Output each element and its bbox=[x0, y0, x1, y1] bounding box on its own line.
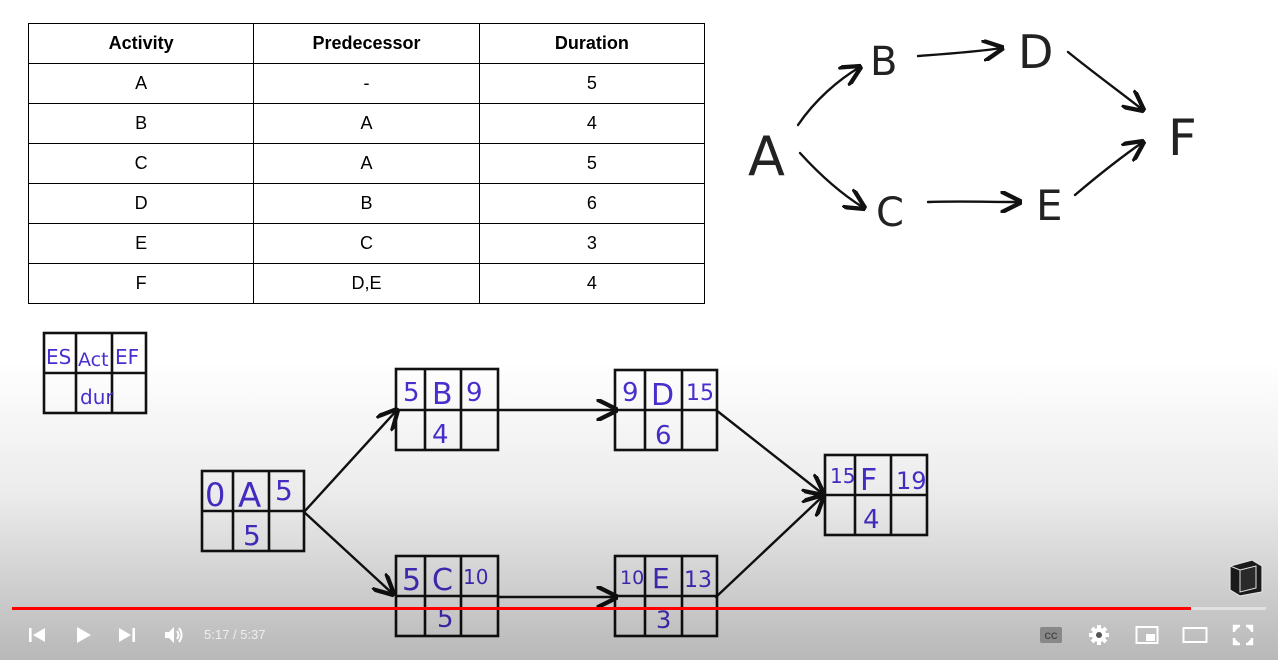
cell-predecessor: B bbox=[253, 183, 480, 224]
column-header-activity: Activity bbox=[27, 23, 255, 64]
node-e-es: 10 bbox=[620, 567, 644, 589]
network-node-f: 15 F 19 4 bbox=[823, 453, 929, 537]
cell-activity: D bbox=[27, 183, 255, 224]
table-row: A - 5 bbox=[27, 63, 706, 104]
miniplayer-icon[interactable] bbox=[1132, 612, 1162, 658]
previous-icon[interactable] bbox=[22, 612, 52, 658]
cell-predecessor: A bbox=[253, 103, 480, 144]
node-f-ef: 19 bbox=[896, 467, 927, 495]
node-legend: ES Act EF dur bbox=[42, 331, 148, 415]
total-time: 5:37 bbox=[240, 627, 266, 642]
cell-predecessor: C bbox=[253, 223, 480, 264]
time-display: 5:17 / 5:37 bbox=[204, 612, 266, 658]
play-icon[interactable] bbox=[68, 612, 98, 658]
fullscreen-icon[interactable] bbox=[1228, 612, 1258, 658]
node-d-dur: 6 bbox=[655, 421, 672, 451]
table-row: C A 5 bbox=[27, 143, 706, 184]
current-time: 5:17 bbox=[204, 627, 230, 642]
node-d-act: D bbox=[651, 378, 674, 413]
captions-icon[interactable]: CC bbox=[1036, 612, 1066, 658]
column-header-predecessor: Predecessor bbox=[253, 23, 480, 64]
theater-icon[interactable] bbox=[1180, 612, 1210, 658]
cell-activity: F bbox=[27, 263, 255, 304]
node-c-act: C bbox=[432, 563, 453, 598]
node-d-ef: 15 bbox=[686, 381, 714, 406]
time-separator: / bbox=[232, 627, 237, 642]
network-node-b: 5 B 9 4 bbox=[394, 367, 500, 452]
legend-dur: dur bbox=[80, 385, 114, 409]
player-controls: CC bbox=[0, 612, 1278, 658]
node-c-ef: 10 bbox=[463, 565, 488, 589]
next-icon[interactable] bbox=[112, 612, 142, 658]
table-row: D B 6 bbox=[27, 183, 706, 224]
sketch-node-e: E bbox=[1036, 181, 1063, 230]
progress-bar[interactable] bbox=[12, 607, 1266, 610]
sketch-node-b: B bbox=[870, 39, 897, 85]
cell-activity: B bbox=[27, 103, 255, 144]
channel-watermark-icon[interactable] bbox=[1226, 556, 1268, 598]
network-arrows bbox=[302, 410, 823, 597]
sketch-arrow-b-d bbox=[916, 48, 1002, 56]
network-node-a: 0 A 5 5 bbox=[200, 469, 306, 553]
sketch-arrow-a-b bbox=[796, 67, 860, 127]
node-e-act: E bbox=[652, 562, 670, 595]
node-b-ef: 9 bbox=[466, 378, 483, 408]
svg-text:CC: CC bbox=[1045, 631, 1058, 641]
sketch-node-f: F bbox=[1168, 109, 1197, 167]
node-b-es: 5 bbox=[403, 378, 420, 408]
legend-es: ES bbox=[46, 345, 71, 369]
cell-duration: 4 bbox=[478, 263, 706, 304]
sketch-arrow-d-f bbox=[1066, 50, 1143, 110]
node-f-act: F bbox=[860, 463, 877, 498]
node-e-ef: 13 bbox=[684, 568, 712, 593]
network-node-d: 9 D 15 6 bbox=[613, 368, 719, 452]
table-row: F D,E 4 bbox=[27, 263, 706, 304]
network-node-c: 5 C 10 5 bbox=[394, 554, 500, 638]
node-e-dur: 3 bbox=[656, 606, 671, 634]
sketch-arrow-e-f bbox=[1073, 142, 1143, 197]
sketch-node-c: C bbox=[876, 190, 904, 236]
cell-duration: 4 bbox=[478, 103, 706, 144]
cell-duration: 5 bbox=[478, 63, 706, 104]
legend-ef: EF bbox=[115, 345, 139, 369]
volume-icon[interactable] bbox=[159, 612, 189, 658]
node-c-dur: 5 bbox=[437, 604, 454, 634]
node-a-es: 0 bbox=[205, 476, 225, 514]
cell-predecessor: A bbox=[253, 143, 480, 184]
node-f-es: 15 bbox=[830, 464, 855, 488]
node-a-ef: 5 bbox=[275, 474, 293, 507]
table-row: B A 4 bbox=[27, 103, 706, 144]
progress-played bbox=[12, 607, 1191, 610]
legend-act: Act bbox=[78, 349, 109, 371]
node-b-dur: 4 bbox=[432, 420, 449, 450]
table-header-row: Activity Predecessor Duration bbox=[27, 23, 706, 64]
node-f-dur: 4 bbox=[863, 505, 880, 535]
node-d-es: 9 bbox=[622, 378, 639, 408]
network-node-e: 10 E 13 3 bbox=[613, 554, 719, 638]
precedence-sketch: A B C D E F bbox=[748, 25, 1197, 236]
node-a-dur: 5 bbox=[243, 519, 261, 552]
cell-duration: 6 bbox=[478, 183, 706, 224]
sketch-node-d: D bbox=[1018, 25, 1053, 79]
activity-table: Activity Predecessor Duration A - 5 B A … bbox=[27, 23, 706, 304]
node-c-es: 5 bbox=[402, 563, 421, 598]
sketch-arrow-a-c bbox=[798, 151, 864, 208]
cell-duration: 5 bbox=[478, 143, 706, 184]
sketch-node-a: A bbox=[748, 125, 785, 188]
settings-icon[interactable] bbox=[1084, 612, 1114, 658]
node-b-act: B bbox=[432, 377, 453, 412]
cell-activity: A bbox=[27, 63, 255, 104]
cell-predecessor: D,E bbox=[253, 263, 480, 304]
node-a-act: A bbox=[238, 476, 261, 516]
